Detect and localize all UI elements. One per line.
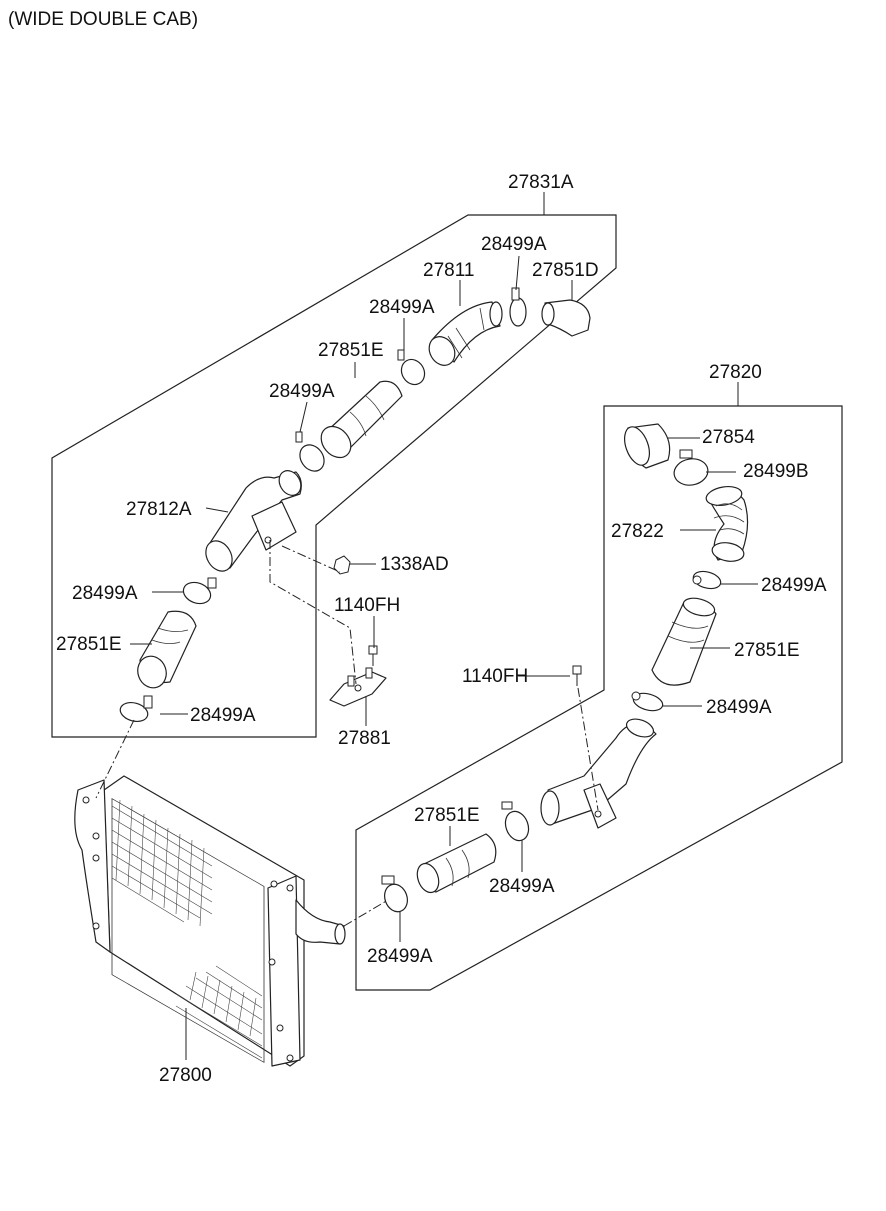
pipe-27812a [205, 470, 302, 572]
clamp-28499a-3 [295, 431, 325, 472]
label-1140fh-right: 1140FH [462, 666, 528, 687]
clamp-28499a-r1 [692, 570, 722, 590]
label-1140fh-left: 1140FH [334, 595, 400, 616]
pipe-intercooler-outlet [540, 718, 657, 829]
group-frame-27831a [51, 214, 617, 738]
clamp-28499a-b1 [501, 801, 530, 842]
label-28499a-4: 28499A [72, 583, 138, 604]
dashline-cooler-to-clamp [343, 899, 389, 927]
label-27854: 27854 [702, 427, 755, 448]
hose-27811 [428, 301, 503, 366]
label-27851e-r: 27851E [734, 640, 800, 661]
label-28499b: 28499B [743, 461, 809, 482]
label-27851e-bot: 27851E [414, 805, 480, 826]
nut-1338ad [333, 555, 351, 575]
clamp-28499a-5 [119, 695, 153, 723]
label-1338ad: 1338AD [380, 554, 449, 575]
dashline-upper-bracket [269, 540, 357, 685]
label-27851d: 27851D [532, 260, 599, 281]
label-28499a-b1: 28499A [489, 876, 555, 897]
label-28499a-3: 28499A [269, 381, 335, 402]
clamp-28499a-top [509, 287, 527, 327]
bracket-27881 [329, 667, 387, 707]
clamp-28499a-r2 [631, 691, 664, 712]
label-27881: 27881 [338, 728, 391, 749]
label-28499a-b2: 28499A [367, 946, 433, 967]
label-28499a-2: 28499A [369, 297, 435, 318]
label-28499a-r2: 28499A [706, 697, 772, 718]
hose-27851d [541, 299, 591, 337]
label-27851e-top: 27851E [318, 340, 384, 361]
bolt-1140fh-right [572, 665, 582, 686]
clamp-28499a-2 [397, 349, 426, 386]
elbow-27822 [705, 486, 749, 562]
label-28499a-top: 28499A [481, 234, 547, 255]
label-27811: 27811 [423, 260, 474, 281]
hose-27851e-bottom [416, 833, 497, 894]
clamp-28499a-b2 [381, 875, 408, 913]
label-27820: 27820 [709, 362, 762, 383]
hose-27851e-left [137, 610, 197, 689]
label-27822: 27822 [611, 521, 664, 542]
intercooler-27800 [74, 775, 346, 1067]
hose-27851e-right [651, 597, 717, 686]
dashline-right-bolt [577, 687, 599, 811]
dashline-clamp-to-cooler [95, 719, 135, 799]
label-28499a-r1: 28499A [761, 575, 827, 596]
hose-27851e-top [320, 380, 403, 459]
group-frame-27820 [355, 405, 843, 991]
dashline-nut [281, 545, 341, 573]
label-27800: 27800 [159, 1065, 212, 1086]
clamp-28499b [673, 449, 709, 486]
clamp-28499a-4 [182, 577, 217, 605]
cap-27854 [624, 423, 671, 469]
label-27812a: 27812A [126, 499, 192, 520]
diagram-title: (WIDE DOUBLE CAB) [8, 9, 198, 30]
label-28499a-5: 28499A [190, 705, 256, 726]
label-27831a: 27831A [508, 172, 574, 193]
label-27851e-left: 27851E [56, 634, 122, 655]
bolt-1140fh-left [368, 645, 378, 666]
